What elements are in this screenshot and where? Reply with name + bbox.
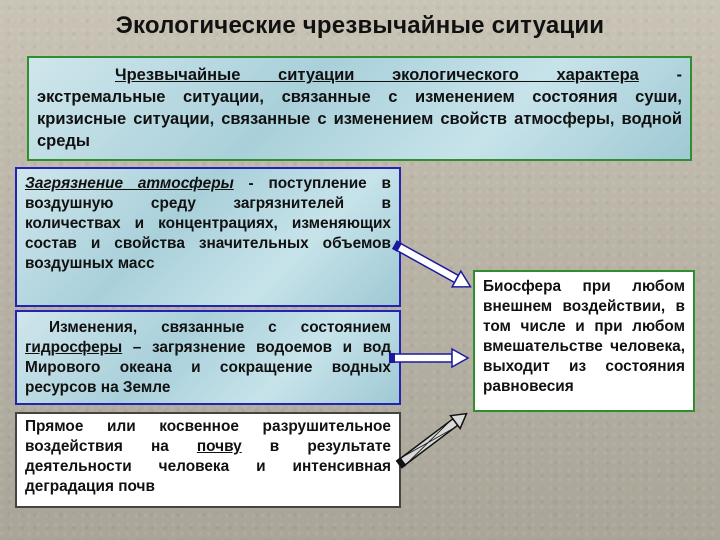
hydrosphere-box: Изменения, связанные с состоянием гидрос… — [15, 310, 401, 405]
atmosphere-pollution-box: Загрязнение атмосферы - поступление в во… — [15, 167, 401, 307]
arrow-atmosphere-to-biosphere — [391, 240, 472, 288]
biosphere-text: Биосфера при любом внешнем воздействии, … — [483, 278, 685, 395]
hydrosphere-text-after: – загрязнение водоемов и вод Мирового ок… — [25, 339, 391, 396]
hydrosphere-text-before: Изменения, связанные с состоянием — [49, 319, 391, 336]
hydrosphere-term: гидросферы — [25, 339, 123, 356]
arrow-soil-to-biosphere — [395, 412, 468, 469]
soil-term: почву — [196, 438, 242, 455]
atmosphere-text: - поступление в воздушную среду загрязни… — [25, 175, 391, 272]
soil-text-after: в результате деятельности человека и инт… — [25, 438, 391, 495]
slide-title: Экологические чрезвычайные ситуации — [115, 12, 605, 39]
atmosphere-term: Загрязнение атмосферы — [25, 175, 234, 192]
arrow-hydrosphere-to-biosphere — [389, 347, 470, 369]
definition-term: Чрезвычайные ситуации экологического хар… — [115, 66, 639, 84]
biosphere-box: Биосфера при любом внешнем воздействии, … — [473, 270, 695, 412]
soil-degradation-box: Прямое или косвенное разрушительное возд… — [15, 412, 401, 508]
soil-text-before: Прямое или косвенное разрушительное возд… — [25, 418, 391, 455]
definition-text: - экстремальные ситуации, связанные с из… — [37, 66, 682, 150]
definition-box: Чрезвычайные ситуации экологического хар… — [27, 56, 692, 161]
